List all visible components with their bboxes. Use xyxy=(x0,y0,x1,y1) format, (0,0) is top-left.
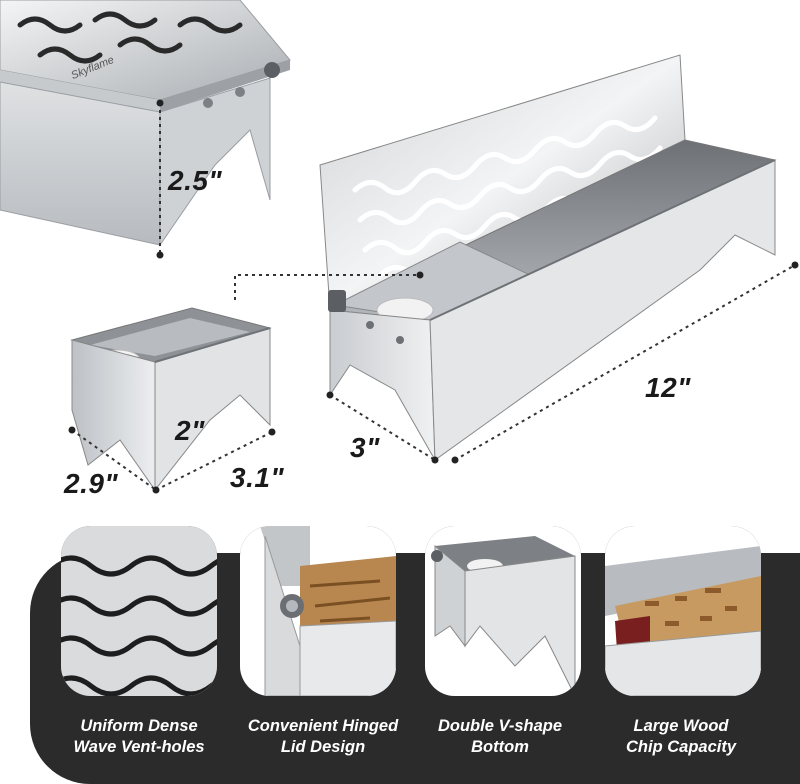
wave-vent-holes-icon xyxy=(61,526,217,696)
small-box-width-label: 3.1" xyxy=(230,462,285,493)
main-box-length-label: 12" xyxy=(645,372,691,403)
main-smoker-box-illustration xyxy=(234,54,799,464)
small-box-height-label: 2" xyxy=(175,415,205,446)
feature-caption-3: Double V-shape Bottom xyxy=(410,716,590,758)
main-box-depth-label: 3" xyxy=(350,432,380,463)
feature-card-wave-vent-holes xyxy=(61,526,217,696)
feature-card-hinged-lid xyxy=(240,526,396,696)
feature-card-v-shape xyxy=(425,526,581,696)
wood-chips-icon xyxy=(605,526,761,696)
small-box-depth-label: 2.9" xyxy=(64,468,119,499)
feature-caption-1: Uniform Dense Wave Vent-holes xyxy=(49,716,229,758)
feature-caption-4-line2: Chip Capacity xyxy=(625,738,737,756)
lid-closeup-illustration xyxy=(0,0,291,259)
hinged-lid-icon xyxy=(240,526,396,696)
small-box-illustration xyxy=(68,307,276,494)
feature-caption-1-line2: Wave Vent-holes xyxy=(73,738,205,756)
lid-height-label: 2.5" xyxy=(168,165,223,196)
feature-card-wood-chips xyxy=(605,526,761,696)
feature-caption-4: Large Wood Chip Capacity xyxy=(591,716,771,758)
feature-caption-2-line2: Lid Design xyxy=(280,738,366,756)
feature-caption-2-line1: Convenient Hinged xyxy=(247,717,399,735)
feature-caption-3-line2: Bottom xyxy=(471,738,529,756)
feature-caption-3-line1: Double V-shape xyxy=(437,717,563,735)
feature-caption-2: Convenient Hinged Lid Design xyxy=(233,716,413,758)
feature-caption-1-line1: Uniform Dense xyxy=(80,717,198,735)
feature-caption-4-line1: Large Wood xyxy=(633,717,729,735)
v-shape-bottom-icon xyxy=(425,526,581,696)
